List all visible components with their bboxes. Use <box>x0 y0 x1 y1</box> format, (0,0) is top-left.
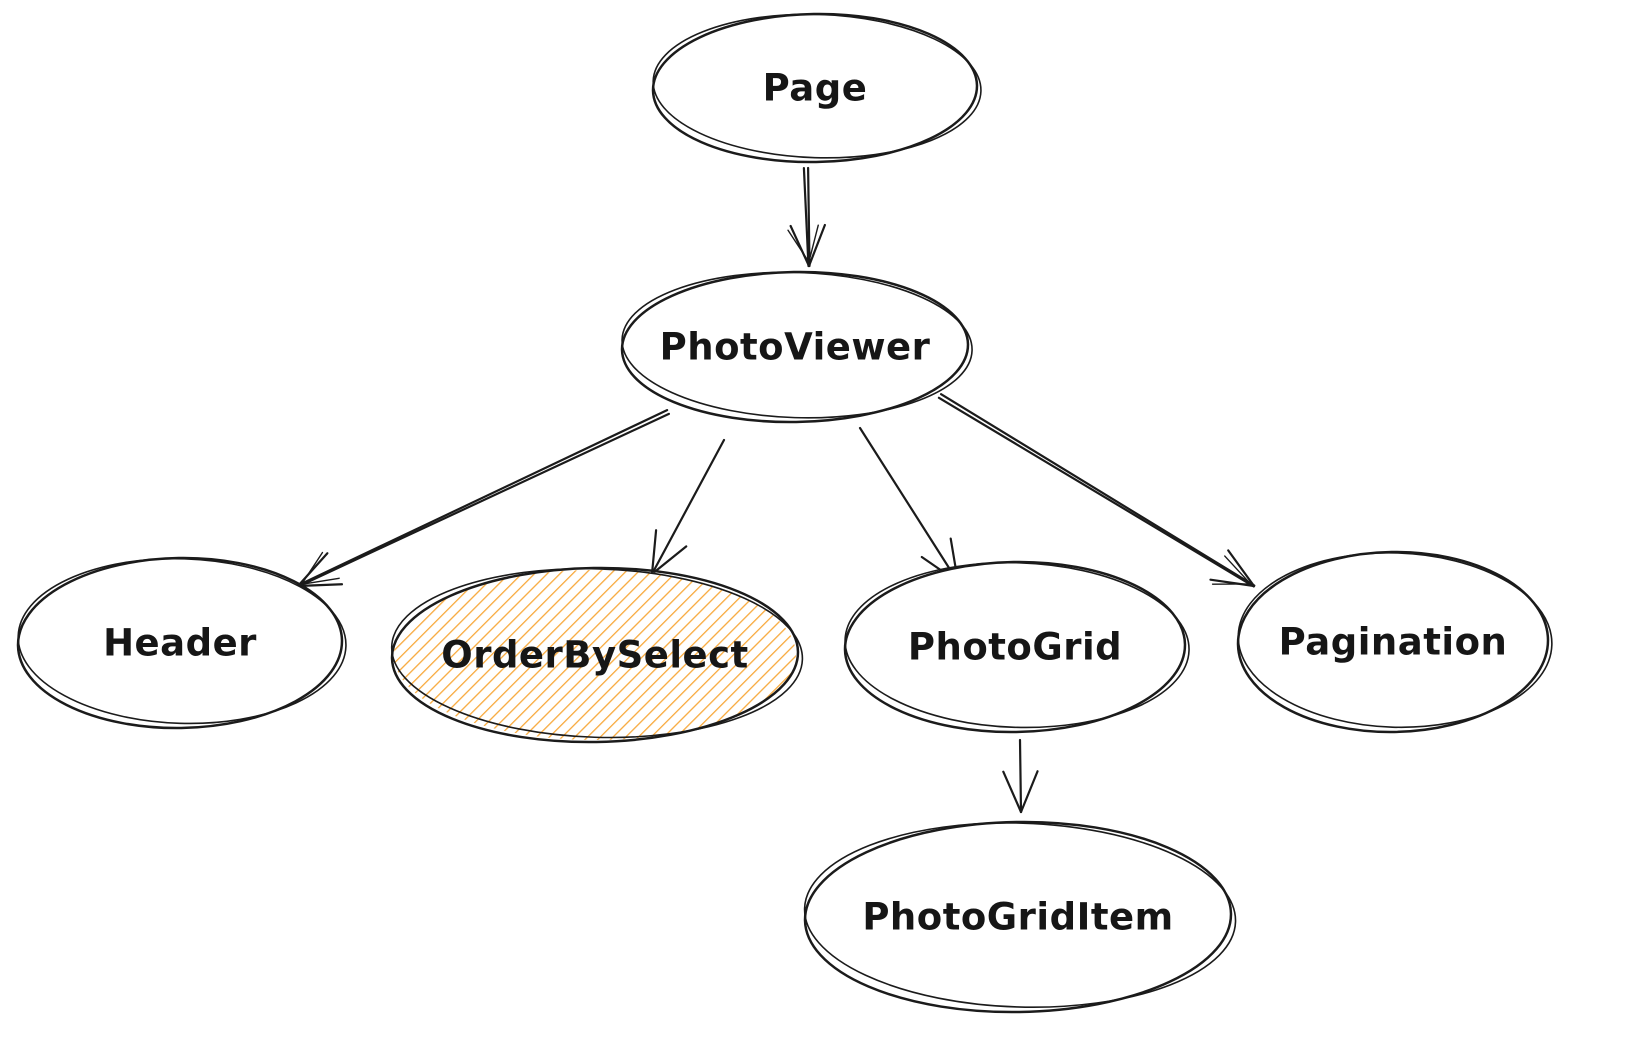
node-photoviewer[interactable] <box>620 267 975 425</box>
arrowhead-sketch-line <box>808 224 819 263</box>
arrowhead-line <box>1209 578 1256 588</box>
edge-photoviewer-to-photogrid[interactable] <box>858 426 960 584</box>
edge-line <box>650 438 726 576</box>
edge-page-to-photoviewer[interactable] <box>787 166 826 268</box>
ellipse-outline-sketch <box>652 13 982 159</box>
ellipse-base <box>1239 553 1547 731</box>
edge-photogrid-to-photogriditem[interactable] <box>1002 738 1039 814</box>
ellipse-outline-sketch <box>1237 552 1553 729</box>
arrowhead-line <box>296 552 329 588</box>
nodes-layer <box>16 9 1555 1015</box>
edge-line <box>937 396 1255 588</box>
arrowhead-line <box>1227 549 1256 588</box>
ellipse-base <box>806 823 1230 1011</box>
edge-line <box>296 408 669 587</box>
edge-line <box>802 166 810 268</box>
node-header[interactable] <box>16 554 349 731</box>
node-photogrid[interactable] <box>843 557 1192 734</box>
ellipse-base <box>19 559 341 727</box>
node-orderbyselect[interactable] <box>389 562 805 745</box>
edge-photoviewer-to-pagination[interactable] <box>937 393 1256 588</box>
arrowhead-line <box>1019 770 1039 814</box>
ellipse-outline <box>803 820 1233 1014</box>
arrowhead-line <box>789 224 811 268</box>
edges-layer <box>296 166 1256 814</box>
arrowhead-line <box>1002 770 1023 814</box>
arrowhead-sketch-line <box>1224 555 1252 585</box>
node-photogriditem[interactable] <box>802 816 1239 1015</box>
ellipse-outline-sketch <box>390 567 804 739</box>
ellipse-outline-sketch <box>844 561 1190 729</box>
ellipse-outline-sketch <box>17 557 347 725</box>
edge-line <box>1018 738 1023 814</box>
ellipse-outline-sketch <box>621 271 973 419</box>
node-pagination[interactable] <box>1236 548 1555 734</box>
ellipse-base <box>654 15 976 161</box>
arrowhead-sketch-line <box>300 577 340 585</box>
edge-line <box>806 166 811 268</box>
arrowhead-sketch-line <box>787 229 810 263</box>
edge-photoviewer-to-header[interactable] <box>296 408 670 588</box>
arrowhead-sketch-line <box>300 551 324 585</box>
arrowhead-line <box>807 223 826 268</box>
node-page[interactable] <box>651 9 983 164</box>
ellipse-base <box>623 273 967 421</box>
edge-line <box>858 426 960 584</box>
arrowhead-line <box>650 545 688 576</box>
ellipse-base <box>846 563 1184 731</box>
ellipse-outline <box>1236 550 1550 734</box>
ellipse-outline-sketch <box>803 822 1237 1009</box>
edge-photoviewer-to-orderbyselect[interactable] <box>650 438 726 576</box>
edge-line <box>939 393 1256 587</box>
arrowhead-line <box>296 583 344 588</box>
ellipse-hachure-fill <box>394 570 796 740</box>
arrowhead-line <box>650 529 658 576</box>
edge-line <box>297 412 670 588</box>
